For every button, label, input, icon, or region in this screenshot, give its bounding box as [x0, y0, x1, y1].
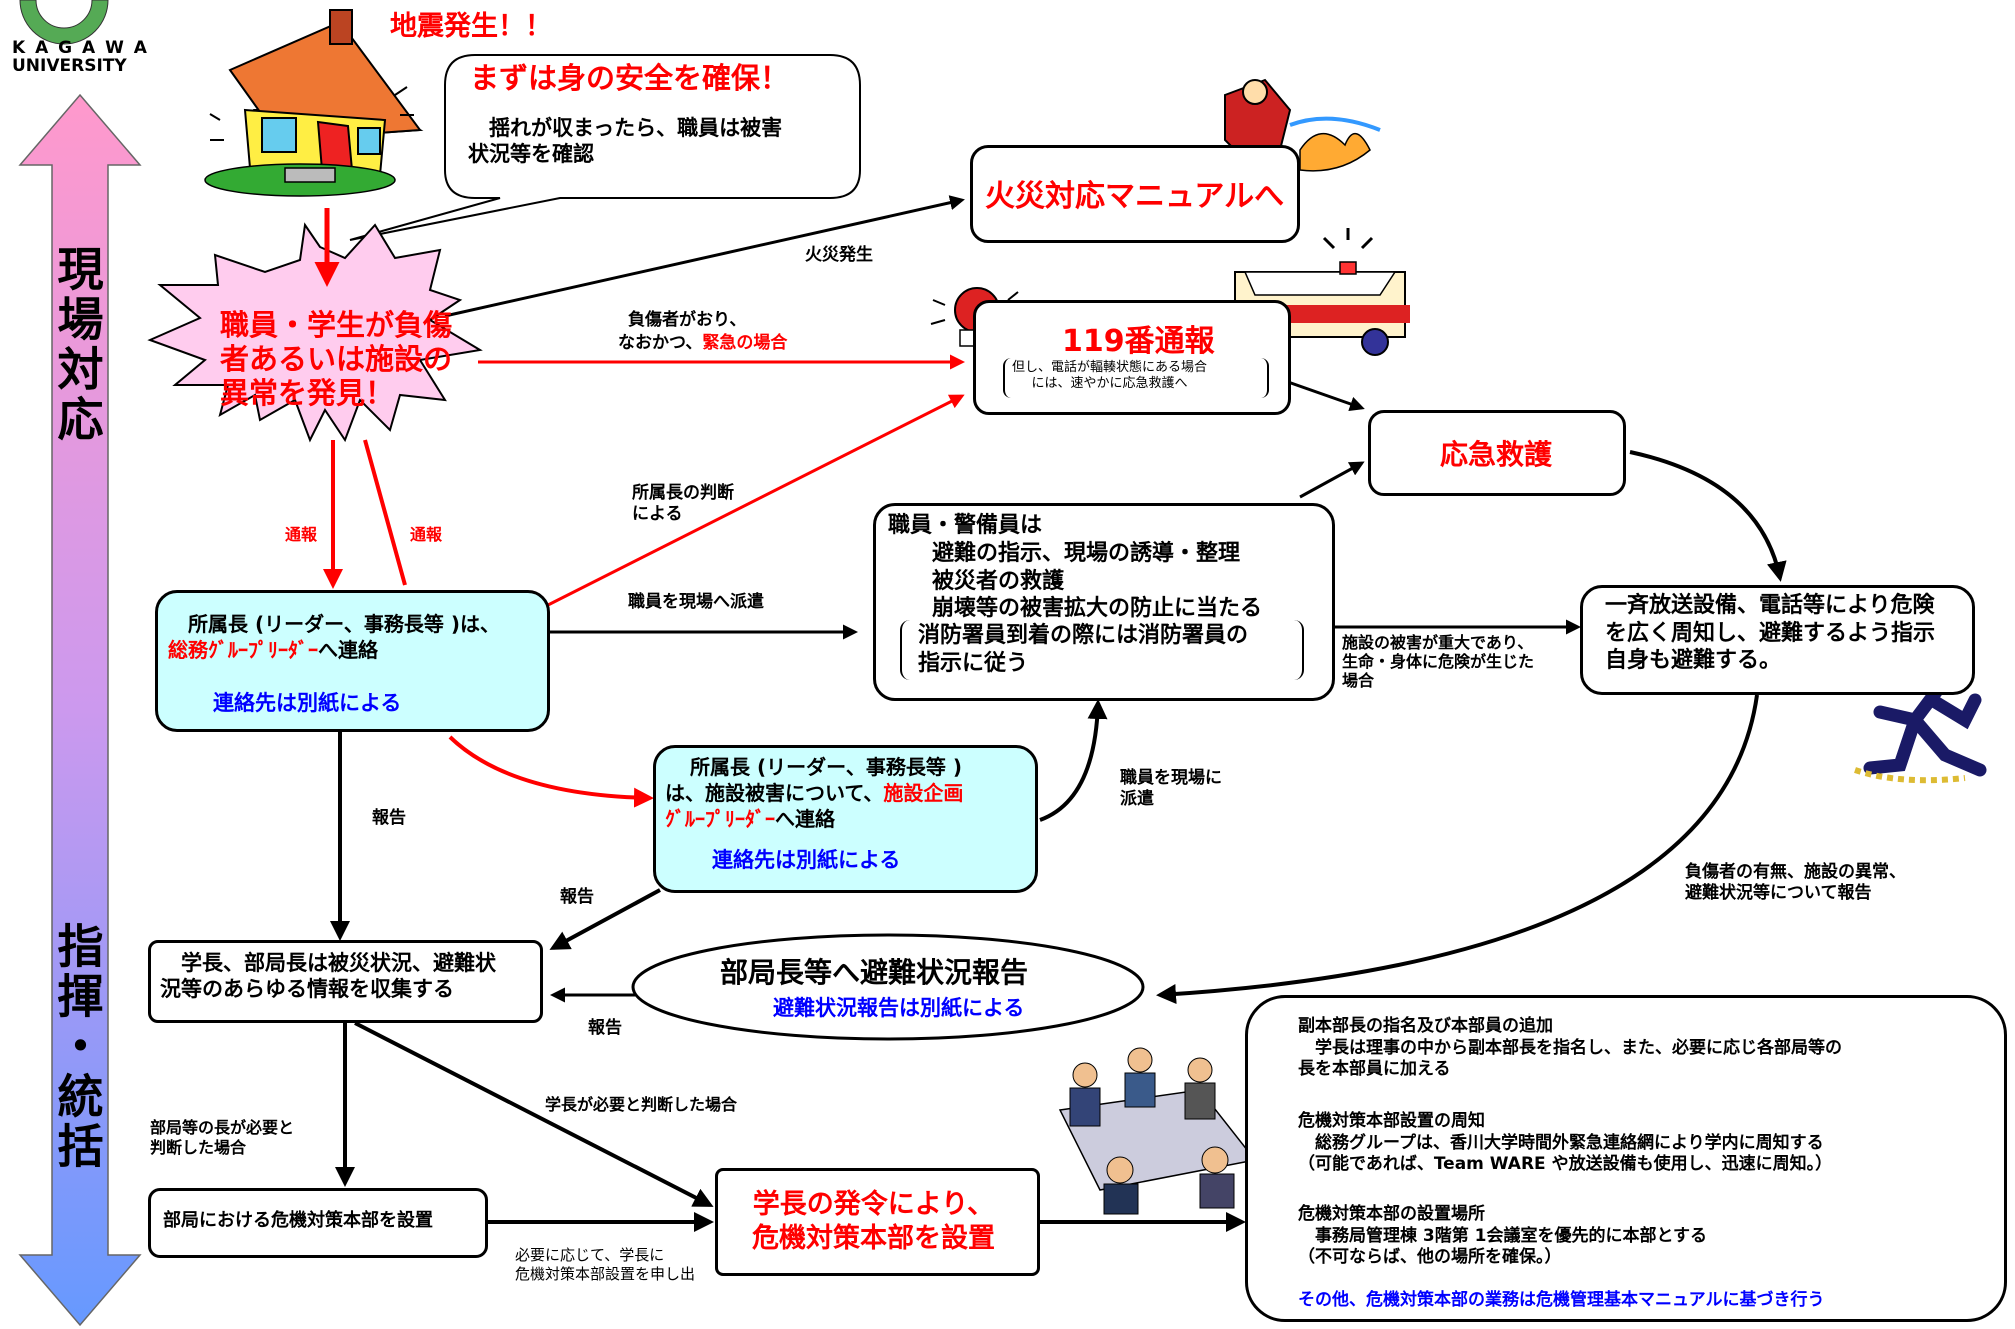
damaged-house-icon — [204, 9, 424, 197]
broadcast-warning-text: 一斉放送設備、電話等により危険 を広く周知し、避難するよう指示 自身も避難する。 — [1605, 593, 1936, 673]
facility-leader-ref: 連絡先は別紙による — [712, 848, 901, 872]
university-logo — [19, 0, 109, 45]
label-dispatch-2: 職員を現場に 派遣 — [1120, 768, 1222, 810]
dept-hq-box — [148, 1188, 488, 1258]
hq-tasks-panel — [1245, 995, 2007, 1322]
logo-text-line2: UNIVERSITY — [12, 56, 127, 76]
first-aid-text: 応急救護 — [1440, 438, 1553, 471]
evac-report-ellipse — [631, 933, 1145, 1041]
fire-manual-box[interactable] — [970, 145, 1300, 243]
president-info-text: 学長、部局長は被災状況、避難状 況等のあらゆる情報を収集する — [160, 951, 496, 1002]
president-info-box — [148, 940, 543, 1023]
facility-group-leader: ｸﾞﾙｰﾌﾟﾘｰﾀﾞｰ — [665, 807, 775, 831]
facility-leader-line3-rest: へ連絡 — [775, 807, 835, 831]
crisis-hq-text: 学長の発令により、 危機対策本部を設置 — [752, 1189, 995, 1254]
facility-leader-line1: 所属長 (リーダー、事務長等 ) — [690, 755, 963, 779]
leader-contact-line2-rest: へ連絡 — [318, 638, 378, 662]
crisis-hq-box — [715, 1168, 1040, 1276]
label-dispatch-1: 職員を現場へ派遣 — [628, 592, 764, 612]
label-report-1: 報告 — [372, 808, 406, 828]
meeting-icon — [1058, 1047, 1257, 1215]
facility-planning: 施設企画 — [883, 781, 964, 805]
label-tsuho-1: 通報 — [285, 525, 318, 544]
hq-sec1-body: 学長は理事の中から副本部長を指名し、また、必要に応じ各部局等の 長を本部員に加え… — [1298, 1038, 1842, 1080]
label-tsuho-2: 通報 — [410, 525, 443, 544]
label-dept-need: 部局等の長が必要と 判断した場合 — [150, 1118, 295, 1157]
leader-contact-line1: 所属長 (リーダー、事務長等 )は、 — [188, 612, 501, 636]
facility-leader-line2: は、施設被害について、施設企画 — [665, 781, 963, 806]
burst-alert-text: 職員・学生が負傷 者あるいは施設の 異常を発見！ — [220, 308, 453, 411]
call-119-title: 119番通報 — [1062, 324, 1215, 359]
call-119-box — [973, 300, 1291, 415]
label-request: 必要に応じて、学長に 危機対策本部設置を申し出 — [515, 1246, 696, 1283]
label-injured-red: 緊急の場合 — [702, 333, 788, 353]
label-fire: 火災発生 — [805, 245, 873, 265]
side-label-command: 指揮・統括 — [50, 922, 105, 1172]
staff-guard-duties: 避難の指示、現場の誘導・整理 被災者の救護 崩壊等の被害拡大の防止に当たる — [932, 541, 1263, 621]
alert-burst-shape — [147, 222, 483, 443]
hq-footer: その他、危機対策本部の業務は危機管理基本マニュアルに基づき行う — [1298, 1290, 1825, 1310]
leader-contact-box — [155, 590, 550, 732]
side-label-field-response: 現場対応 — [50, 245, 105, 445]
speech-bubble — [349, 54, 861, 241]
hq-sec2-body: 総務グループは、香川大学時間外緊急連絡網により学内に周知する （可能であれば、T… — [1298, 1133, 1833, 1175]
label-report-right: 負傷者の有無、施設の異常、 避難状況等について報告 — [1685, 862, 1906, 904]
hq-sec2-head: 危機対策本部設置の周知 — [1298, 1111, 1485, 1131]
vertical-scope-arrow — [18, 93, 142, 1327]
facility-leader-line2-a: は、施設被害について、 — [665, 781, 884, 805]
first-aid-box — [1368, 410, 1626, 496]
leader-contact-ref: 連絡先は別紙による — [213, 691, 402, 715]
leader-contact-line2: 総務ｸﾞﾙｰﾌﾟﾘｰﾀﾞｰへ連絡 — [168, 638, 378, 663]
fire-manual-text: 火災対応マニュアルへ — [985, 179, 1285, 214]
evac-report-title: 部局長等へ避難状況報告 — [720, 956, 1029, 989]
call-119-note: 但し、電話が輻輳状態にある場合 には、速やかに応急救護へ — [1012, 360, 1208, 392]
hq-sec1-head: 副本部長の指名及び本部員の追加 — [1298, 1016, 1553, 1036]
earthquake-title: 地震発生！！ — [390, 11, 552, 42]
dept-hq-text: 部局における危機対策本部を設置 — [163, 1210, 433, 1231]
general-affairs-leader: 総務ｸﾞﾙｰﾌﾟﾘｰﾀﾞｰ — [168, 638, 318, 662]
label-report-2: 報告 — [560, 887, 594, 907]
label-judge: 所属長の判断 による — [632, 483, 734, 525]
logo-text-line1: K A G A W A — [12, 38, 149, 58]
broadcast-warning-box — [1580, 585, 1975, 695]
hq-sec3-head: 危機対策本部の設置場所 — [1298, 1204, 1485, 1224]
label-injured-b-text: なおかつ、 — [618, 333, 703, 353]
bubble-body-text: 揺れが収まったら、職員は被害 状況等を確認 — [468, 116, 783, 167]
hq-sec3-body: 事務局管理棟 3階第 1会議室を優先的に本部とする （不可ならば、他の場所を確保… — [1298, 1226, 1707, 1268]
label-injured-b: なおかつ、緊急の場合 — [618, 333, 787, 354]
call-119-bracket — [1003, 358, 1269, 398]
label-report-3: 報告 — [588, 1018, 622, 1038]
staff-guard-box — [873, 503, 1335, 701]
safety-first-heading: まずは身の安全を確保！ — [470, 61, 790, 95]
evac-report-sub: 避難状況報告は別紙による — [773, 996, 1025, 1020]
label-president-need: 学長が必要と判断した場合 — [545, 1095, 738, 1114]
staff-guard-bracket — [900, 620, 1304, 680]
staff-guard-bracket-text: 消防署員到着の際には消防署員の 指示に従う — [918, 623, 1249, 676]
label-serious-damage: 施設の被害が重大であり、 生命・身体に危険が生じた 場合 — [1342, 633, 1535, 691]
facility-leader-line3: ｸﾞﾙｰﾌﾟﾘｰﾀﾞｰへ連絡 — [665, 807, 835, 832]
facility-leader-box — [653, 745, 1038, 893]
label-injured-a: 負傷者がおり、 — [628, 310, 747, 330]
staff-guard-head: 職員・警備員は — [888, 513, 1043, 538]
